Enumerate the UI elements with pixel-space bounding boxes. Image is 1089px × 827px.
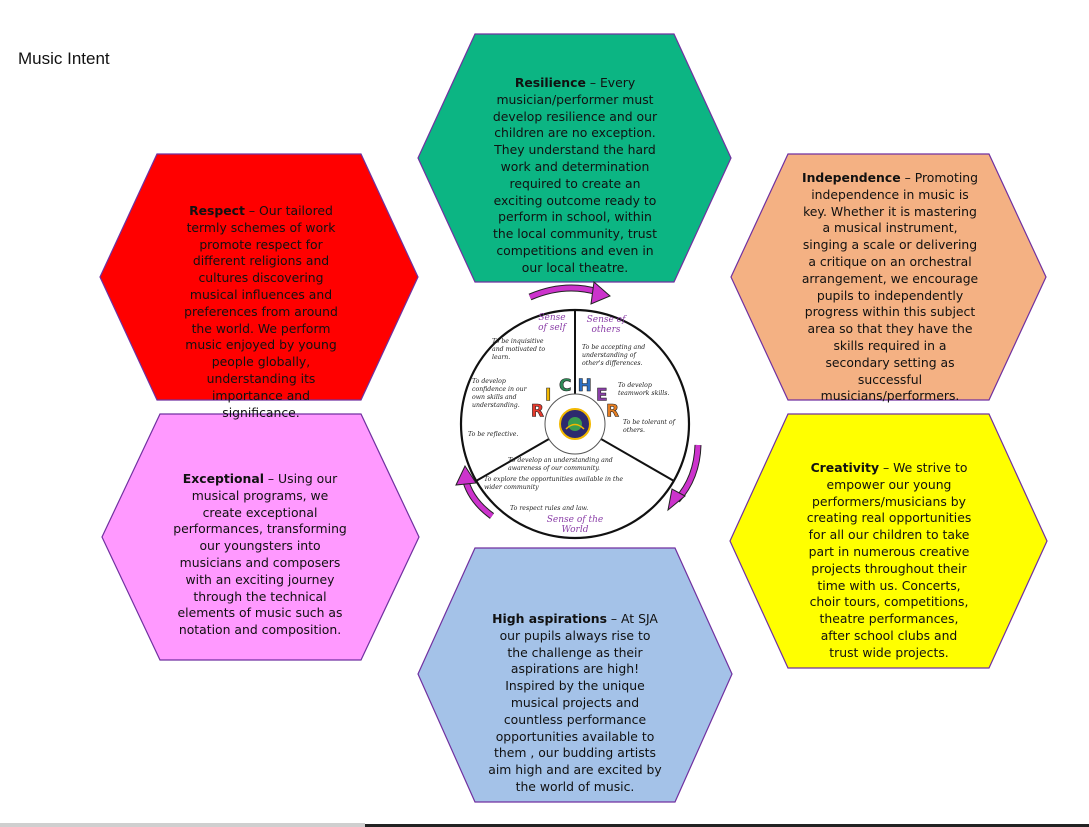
respect-body: – Our tailored termly schemes of work pr… xyxy=(184,203,338,420)
aspirations-body: – At SJA our pupils always rise to the c… xyxy=(488,611,662,794)
aspirations-text: High aspirations – At SJA our pupils alw… xyxy=(488,611,662,796)
statement-opportunities: To explore the opportunities available i… xyxy=(484,476,624,491)
hexagon-creativity xyxy=(729,413,1048,669)
creativity-text: Creativity – We strive to empower our yo… xyxy=(806,460,972,662)
respect-heading: Respect xyxy=(189,203,245,218)
hexagon-respect xyxy=(99,153,419,401)
statement-confidence: To develop confidence in our own skills … xyxy=(472,378,527,409)
richer-letter: H xyxy=(578,376,592,396)
richer-letter: R xyxy=(531,401,544,421)
exceptional-heading: Exceptional xyxy=(182,471,264,486)
sense-of-world-label: Sense of the World xyxy=(546,515,604,535)
independence-heading: Independence xyxy=(801,170,901,185)
resilience-body: – Every musician/performer must develop … xyxy=(492,75,658,275)
statement-inquisitive: To be inquisitive and motivated to learn… xyxy=(492,338,546,361)
resilience-text: Resilience – Every musician/performer mu… xyxy=(488,75,662,277)
richer-wheel xyxy=(459,308,691,540)
richer-letter: C xyxy=(559,376,571,396)
aspirations-heading: High aspirations xyxy=(492,611,607,626)
independence-body: – Promoting independence in music is key… xyxy=(801,170,979,404)
statement-accepting: To be accepting and understanding of oth… xyxy=(582,344,646,367)
statement-reflective: To be reflective. xyxy=(468,431,519,438)
cycle-arrow-top xyxy=(528,281,611,305)
statement-teamwork: To develop teamwork skills. xyxy=(618,382,670,397)
exceptional-text: Exceptional – Using our musical programs… xyxy=(172,471,348,639)
bottom-border xyxy=(0,823,1089,827)
hexagon-aspirations xyxy=(417,547,733,803)
richer-letter: I xyxy=(545,385,551,405)
hexagon-independence xyxy=(730,153,1047,401)
creativity-heading: Creativity xyxy=(810,460,880,475)
statement-rules: To respect rules and law. xyxy=(510,505,589,512)
independence-text: Independence – Promoting independence in… xyxy=(800,170,980,405)
respect-text: Respect – Our tailored termly schemes of… xyxy=(176,203,346,421)
statement-tolerant: To be tolerant of others. xyxy=(623,419,675,434)
statement-community: To develop an understanding and awarenes… xyxy=(508,457,613,472)
sense-of-self-label: Sense of self xyxy=(538,313,566,333)
resilience-heading: Resilience xyxy=(514,75,586,90)
creativity-body: – We strive to empower our young perform… xyxy=(806,460,972,660)
hexagon-exceptional xyxy=(101,413,420,661)
hexagon-resilience xyxy=(417,33,732,283)
sense-of-others-label: Sense of others xyxy=(586,315,626,335)
cycle-arrow-left xyxy=(455,464,495,519)
exceptional-body: – Using our musical programs, we create … xyxy=(173,471,347,638)
richer-letter: R xyxy=(606,401,619,421)
richer-letter: E xyxy=(596,385,608,405)
cycle-arrow-right xyxy=(667,444,702,512)
page-title: Music Intent xyxy=(18,49,110,68)
